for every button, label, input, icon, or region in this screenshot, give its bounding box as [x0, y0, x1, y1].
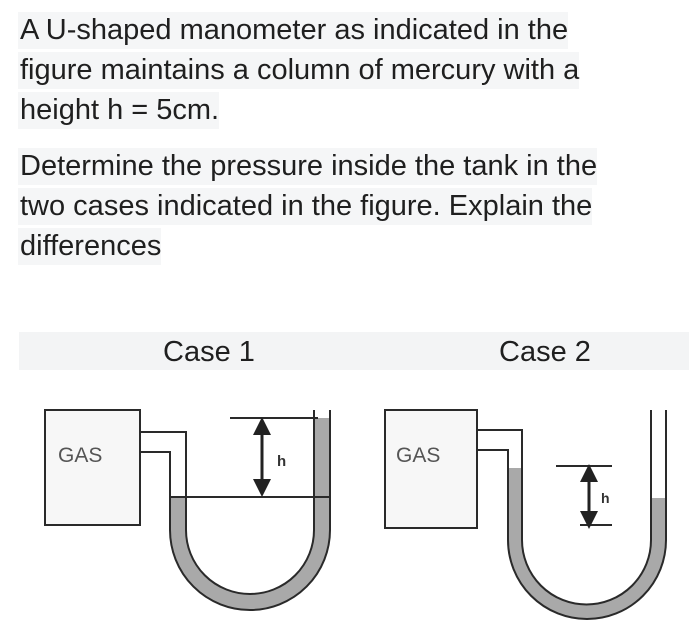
text-line: Determine the pressure inside the tank i…	[18, 148, 598, 185]
height-label: h	[277, 453, 286, 470]
text-line: differences	[18, 228, 162, 265]
u-tube-inner-wall	[521, 410, 652, 606]
connector-pipe	[140, 431, 187, 458]
case-label-band	[19, 332, 689, 370]
u-tube-outer-wall	[507, 410, 667, 620]
case-2-label: Case 2	[499, 336, 591, 368]
case-1-diagram: GAS h	[44, 409, 331, 611]
text-line: A U-shaped manometer as indicated in the	[18, 12, 569, 49]
text-line: two cases indicated in the figure. Expla…	[18, 188, 593, 225]
height-label: h	[601, 490, 610, 506]
case-2-diagram: GAS h	[384, 409, 667, 620]
u-tube-inner-wall	[185, 410, 315, 595]
connector-pipe	[477, 429, 523, 458]
text-line: height h = 5cm.	[18, 92, 220, 129]
mercury-column	[170, 418, 330, 610]
u-tube-outer-wall	[169, 410, 331, 611]
text-line: figure maintains a column of mercury wit…	[18, 52, 580, 89]
gas-tank	[384, 409, 478, 529]
gas-tank-label: GAS	[58, 444, 102, 467]
gas-tank-label: GAS	[396, 444, 440, 467]
gas-tank	[44, 409, 141, 526]
case-1-label: Case 1	[163, 336, 255, 368]
